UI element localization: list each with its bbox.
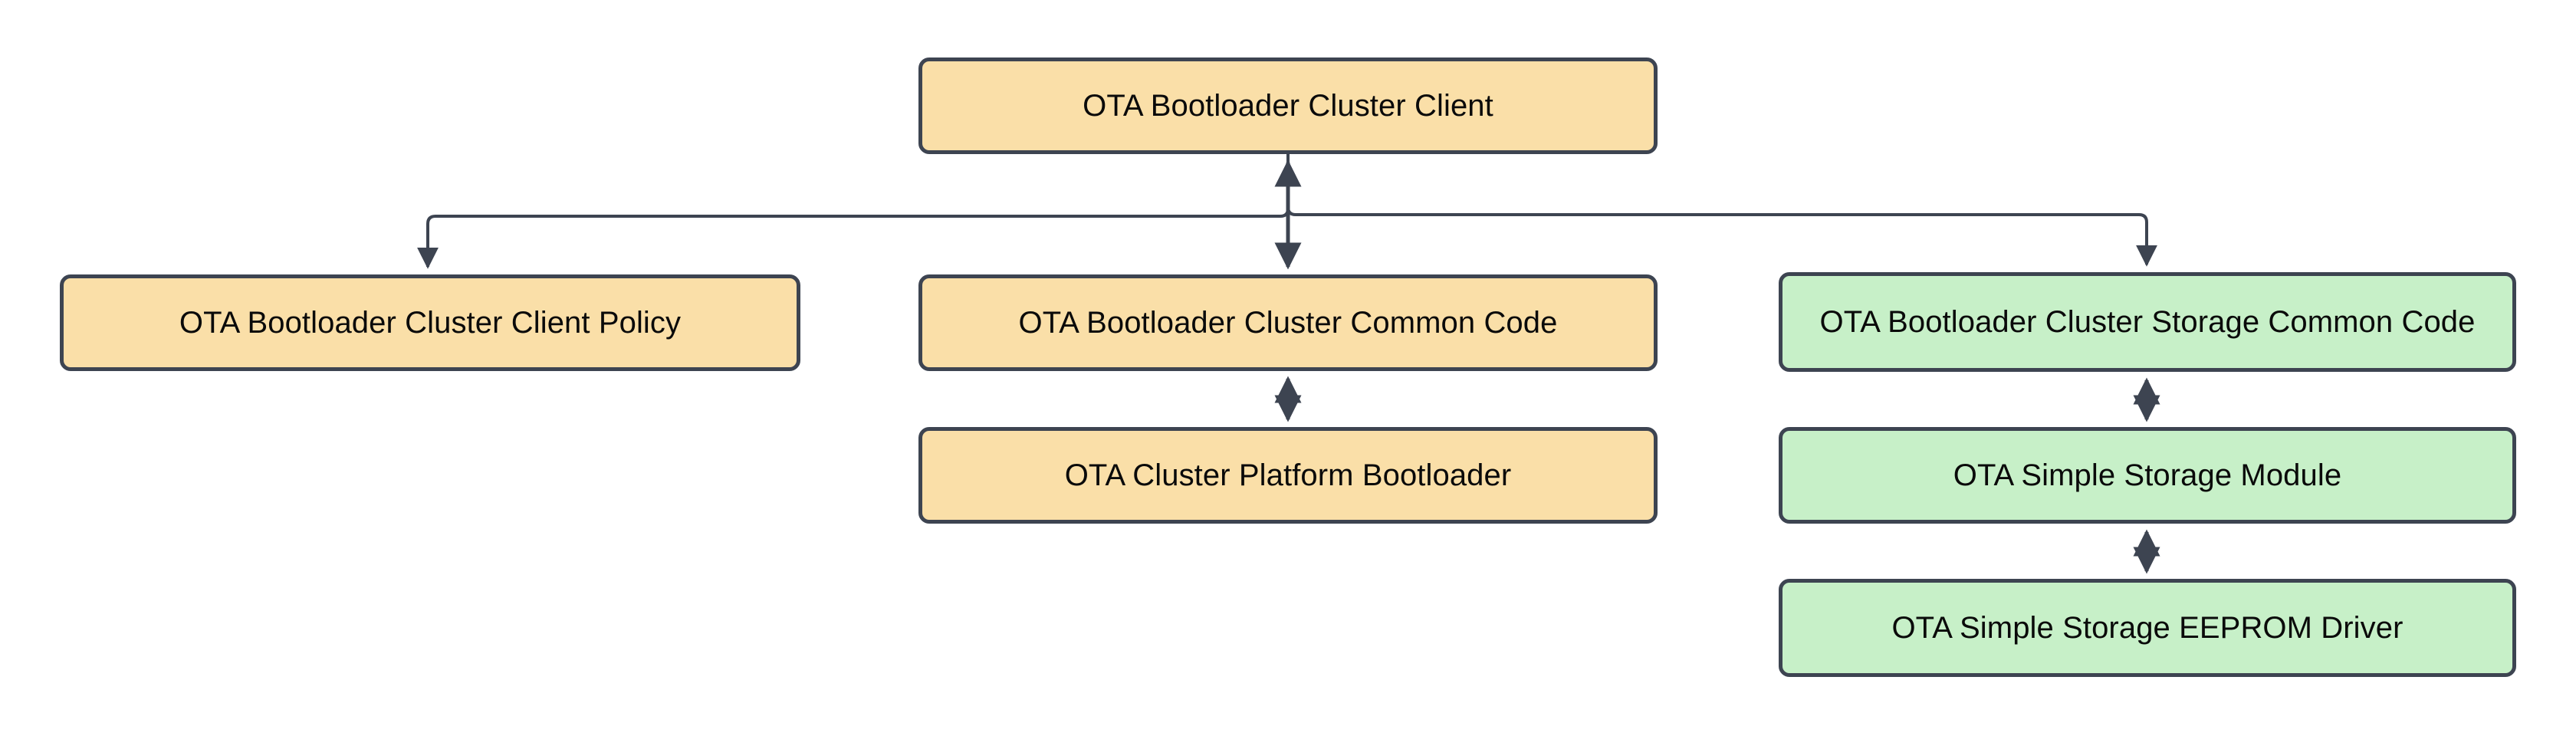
node-ota-bootloader-cluster-common-code[interactable]: OTA Bootloader Cluster Common Code [918, 274, 1658, 371]
node-label: OTA Cluster Platform Bootloader [1064, 458, 1512, 492]
node-ota-simple-storage-eeprom-driver[interactable]: OTA Simple Storage EEPROM Driver [1779, 579, 2516, 677]
node-ota-bootloader-cluster-storage-common-code[interactable]: OTA Bootloader Cluster Storage Common Co… [1779, 272, 2516, 372]
edge-client-to-storage-common-code [1286, 153, 2157, 267]
node-label: OTA Simple Storage Module [1953, 458, 2342, 492]
node-label: OTA Bootloader Cluster Client [1083, 89, 1493, 123]
edge-client-to-policy [417, 153, 1290, 269]
node-ota-bootloader-cluster-client-policy[interactable]: OTA Bootloader Cluster Client Policy [60, 274, 800, 371]
node-label: OTA Bootloader Cluster Common Code [1018, 306, 1558, 340]
node-ota-bootloader-cluster-client[interactable]: OTA Bootloader Cluster Client [918, 58, 1658, 154]
node-label: OTA Bootloader Cluster Client Policy [179, 306, 682, 340]
node-ota-simple-storage-module[interactable]: OTA Simple Storage Module [1779, 427, 2516, 524]
node-ota-cluster-platform-bootloader[interactable]: OTA Cluster Platform Bootloader [918, 427, 1658, 524]
node-label: OTA Bootloader Cluster Storage Common Co… [1819, 305, 2476, 339]
node-label: OTA Simple Storage EEPROM Driver [1891, 611, 2404, 645]
